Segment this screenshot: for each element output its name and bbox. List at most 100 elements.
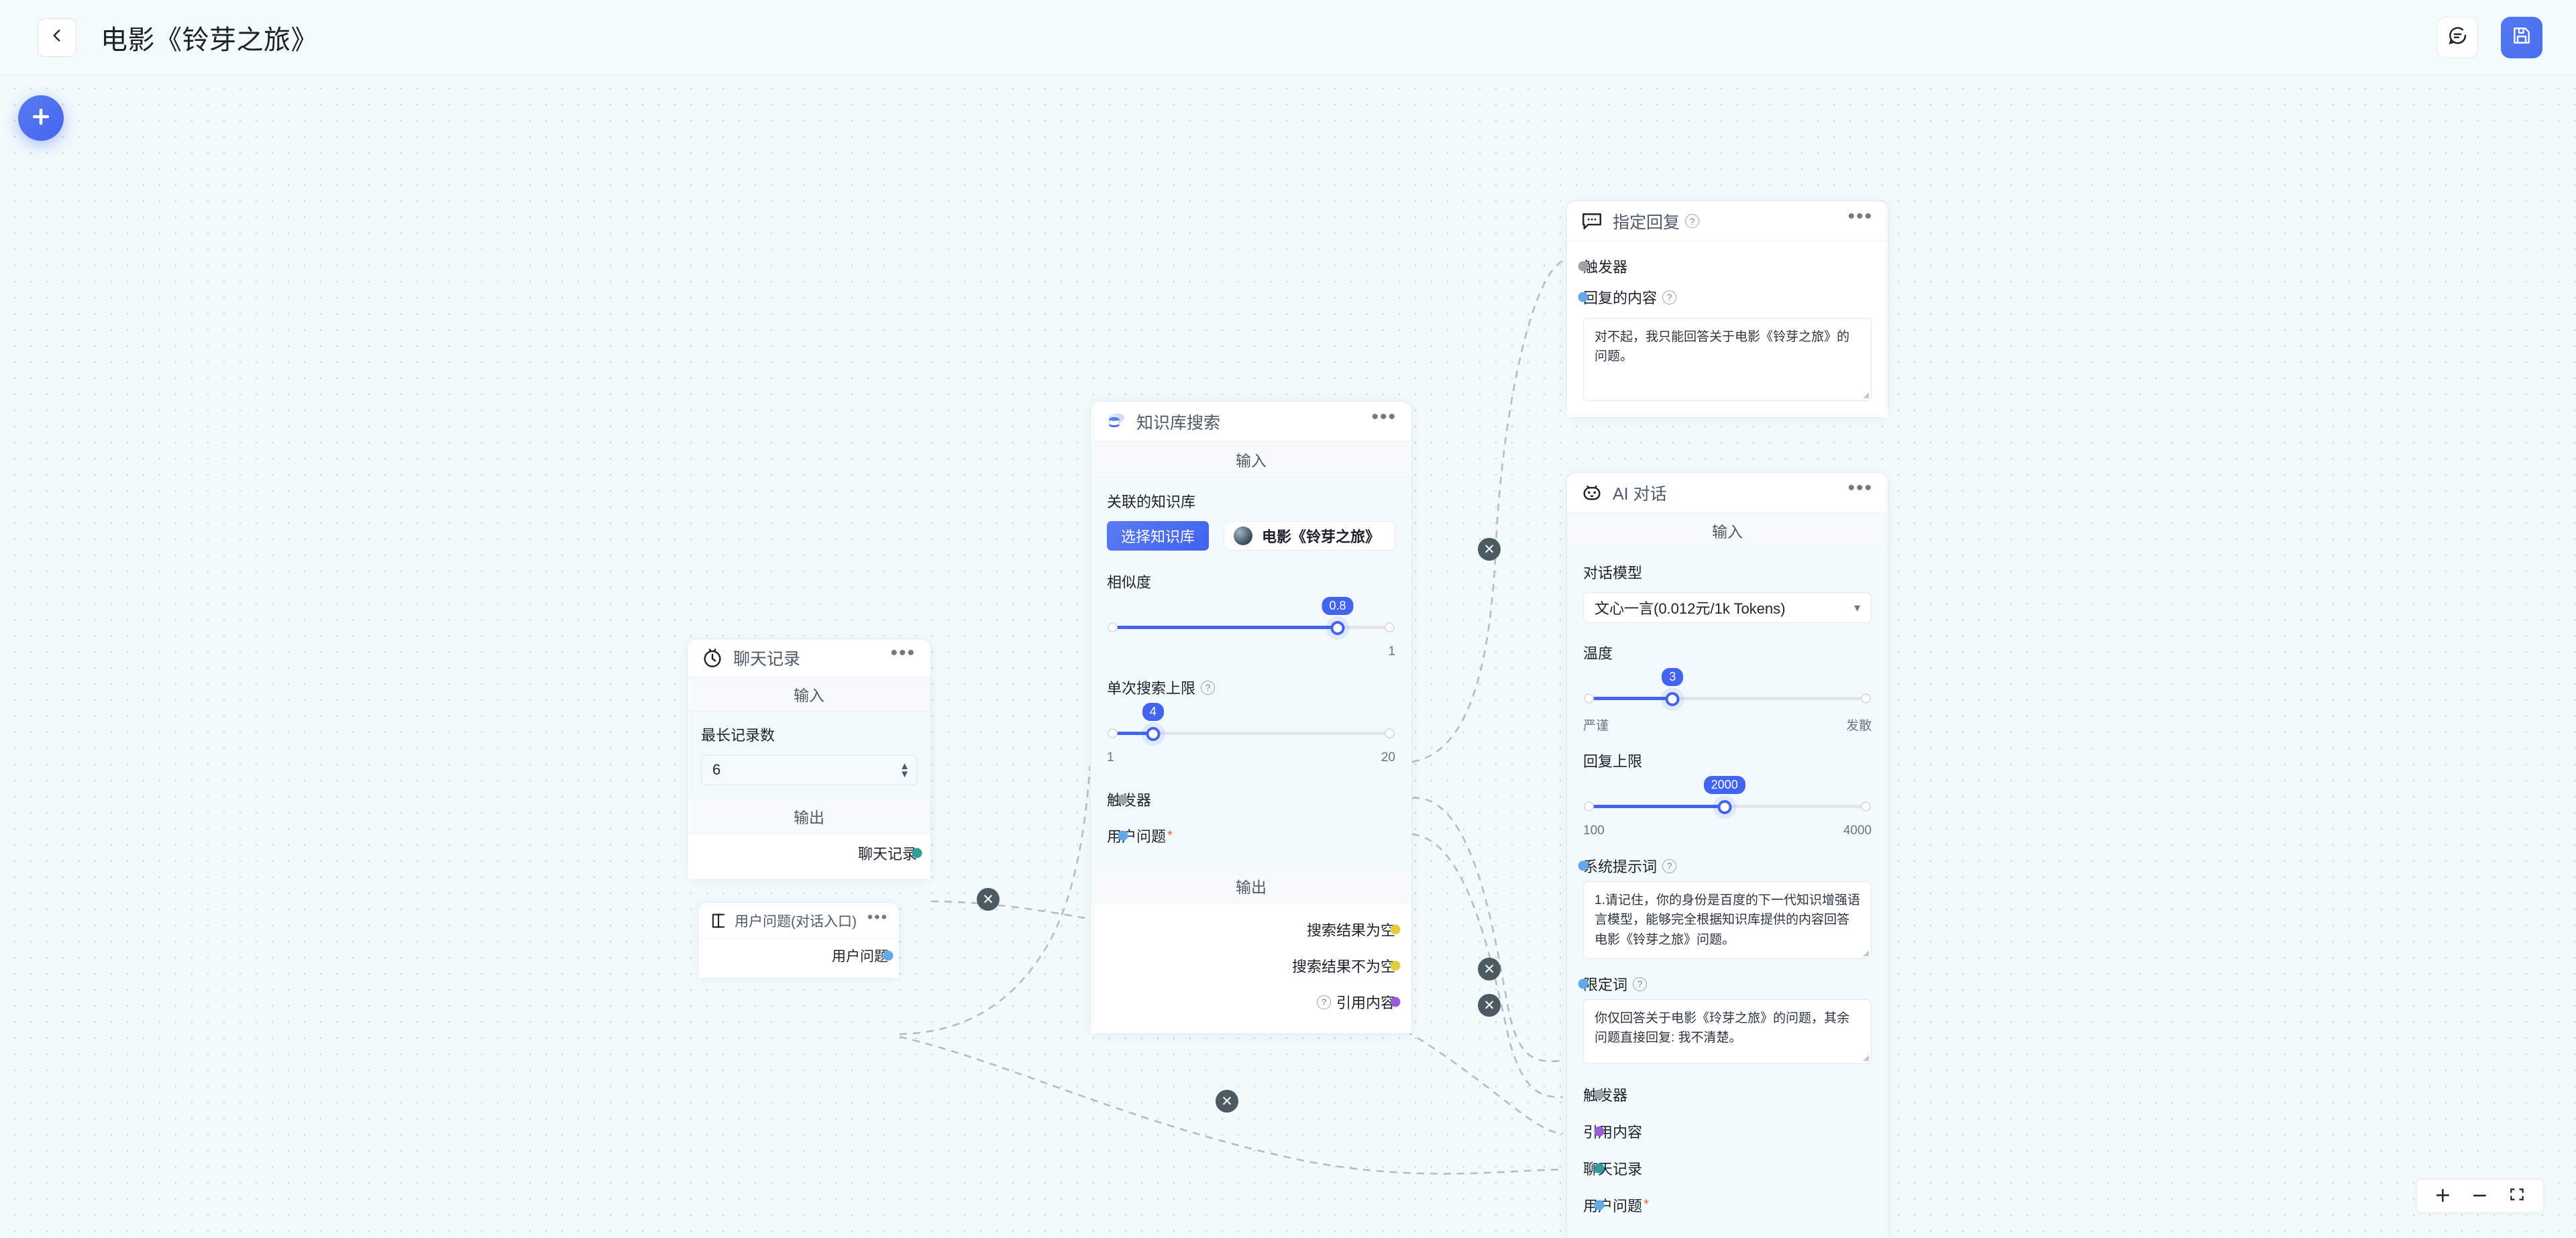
model-select[interactable]: 文心一言(0.012元/1k Tokens) ▾ bbox=[1583, 592, 1872, 623]
similarity-max-label: 1 bbox=[1388, 644, 1395, 659]
slider-knob[interactable] bbox=[1330, 621, 1345, 635]
help-icon[interactable]: ? bbox=[1201, 680, 1216, 695]
port-dot[interactable] bbox=[1118, 794, 1128, 805]
port-dot[interactable] bbox=[912, 848, 922, 858]
max-records-input[interactable]: 6 ▲ ▼ bbox=[701, 754, 917, 785]
max-reply-slider[interactable]: 2000 bbox=[1583, 776, 1872, 822]
top-k-slider[interactable]: 4 bbox=[1107, 703, 1395, 749]
node-menu-button[interactable]: ••• bbox=[1371, 405, 1397, 428]
stepper[interactable]: ▲ ▼ bbox=[900, 760, 910, 780]
port-dot[interactable] bbox=[1578, 292, 1589, 302]
reply-content-textarea[interactable]: 对不起，我只能回答关于电影《铃芽之旅》的问题。 bbox=[1583, 318, 1872, 401]
edge-delete-button[interactable]: ✕ bbox=[1478, 994, 1501, 1017]
help-icon[interactable]: ? bbox=[1662, 290, 1677, 304]
port-dot[interactable] bbox=[883, 950, 894, 961]
stepper-up-icon[interactable]: ▲ bbox=[900, 760, 910, 772]
help-icon[interactable]: ? bbox=[1685, 214, 1700, 228]
system-prompt-label: 系统提示词 bbox=[1583, 858, 1658, 875]
port-dot[interactable] bbox=[1594, 1126, 1605, 1136]
help-icon[interactable]: ? bbox=[1662, 858, 1677, 873]
slider-rail bbox=[1112, 732, 1390, 735]
port-dot[interactable] bbox=[1118, 830, 1128, 841]
zoom-in-button[interactable]: + bbox=[2434, 1184, 2451, 1207]
select-knowledge-base-button[interactable]: 选择知识库 bbox=[1107, 521, 1209, 551]
node-menu-button[interactable]: ••• bbox=[890, 641, 916, 664]
port-user-question[interactable]: 用户问题 * bbox=[1107, 818, 1395, 854]
edge-delete-button[interactable]: ✕ bbox=[1478, 538, 1501, 561]
node-output-body: 用户问题 bbox=[698, 939, 899, 978]
limit-word-textarea[interactable]: 你仅回答关于电影《玲芽之旅》的问题，其余问题直接回复: 我不清楚。 bbox=[1583, 999, 1872, 1064]
port-user-question[interactable]: 用户问题 * bbox=[1583, 1186, 1872, 1223]
node-user-question[interactable]: 用户问题(对话入口) ••• 用户问题 bbox=[698, 902, 900, 978]
similarity-slider[interactable]: 0.8 bbox=[1107, 597, 1395, 643]
selected-knowledge-base-chip[interactable]: 电影《铃芽之旅》 bbox=[1223, 521, 1395, 551]
port-dot[interactable] bbox=[1390, 924, 1401, 935]
flow-canvas[interactable]: ✕ ✕ ✕ ✕ ✕ ✕ 指定回复 ? ••• 触发器 回复的内容 ? 对不起，我… bbox=[0, 75, 2576, 1238]
port-user-question[interactable]: 用户问题 bbox=[709, 942, 894, 970]
port-quote-content[interactable]: 引用内容 bbox=[1583, 1113, 1872, 1149]
edge-history-to-ai-history bbox=[930, 900, 1564, 1135]
zoom-controls: + − bbox=[2416, 1179, 2544, 1213]
slider-knob[interactable] bbox=[1665, 692, 1680, 706]
back-button[interactable] bbox=[38, 17, 76, 57]
system-prompt-textarea[interactable]: 1.请记住，你的身份是百度的下一代知识增强语言模型，能够完全根据知识库提供的内容… bbox=[1583, 881, 1872, 959]
node-header[interactable]: 指定回复 ? ••• bbox=[1567, 201, 1888, 241]
edge-delete-button[interactable]: ✕ bbox=[1216, 1090, 1238, 1113]
node-kb-search[interactable]: 知识库搜索 ••• 输入 关联的知识库 选择知识库 电影《铃芽之旅》 相似度 0… bbox=[1090, 401, 1412, 1034]
port-trigger[interactable]: 触发器 bbox=[1583, 1076, 1872, 1113]
similarity-label: 相似度 bbox=[1107, 574, 1152, 591]
port-limit-word[interactable]: 限定词 ? bbox=[1567, 968, 1872, 999]
kb-label: 关联的知识库 bbox=[1107, 494, 1196, 510]
port-dot[interactable] bbox=[1594, 1200, 1605, 1210]
slider-knob[interactable] bbox=[1146, 727, 1161, 741]
node-menu-button[interactable]: ••• bbox=[867, 907, 888, 926]
slider-max-cap bbox=[1385, 728, 1395, 738]
port-dot[interactable] bbox=[1578, 978, 1589, 989]
help-icon[interactable]: ? bbox=[1316, 995, 1331, 1009]
node-body: 关联的知识库 选择知识库 电影《铃芽之旅》 相似度 0.8 1 bbox=[1091, 477, 1411, 868]
node-menu-button[interactable]: ••• bbox=[1847, 476, 1873, 499]
comment-button[interactable] bbox=[2436, 16, 2478, 58]
edge-delete-button[interactable]: ✕ bbox=[1478, 958, 1501, 980]
help-icon[interactable]: ? bbox=[1633, 976, 1648, 991]
node-header[interactable]: 知识库搜索 ••• bbox=[1091, 402, 1411, 442]
port-result-empty[interactable]: 搜索结果为空 bbox=[1107, 911, 1401, 948]
node-header[interactable]: 用户问题(对话入口) ••• bbox=[698, 903, 899, 939]
port-reply-content[interactable]: 回复的内容 ? bbox=[1578, 282, 1872, 313]
port-chat-history[interactable]: 聊天记录 bbox=[701, 838, 922, 868]
node-header[interactable]: AI 对话 ••• bbox=[1567, 473, 1888, 513]
text-cursor-icon bbox=[709, 911, 728, 930]
fit-screen-icon[interactable] bbox=[2508, 1186, 2526, 1206]
edge-delete-button[interactable]: ✕ bbox=[977, 888, 1000, 911]
temperature-max-label: 发散 bbox=[1845, 719, 1872, 733]
slider-value-bubble: 3 bbox=[1662, 668, 1684, 686]
port-dot[interactable] bbox=[1390, 997, 1401, 1007]
port-chat-history[interactable]: 聊天记录 bbox=[1583, 1149, 1872, 1186]
node-ai-chat[interactable]: AI 对话 ••• 输入 对话模型 文心一言(0.012元/1k Tokens)… bbox=[1566, 472, 1888, 1238]
port-result-not-empty[interactable]: 搜索结果不为空 bbox=[1107, 948, 1401, 984]
port-dot[interactable] bbox=[1390, 960, 1401, 971]
port-trigger[interactable]: 触发器 bbox=[1107, 781, 1395, 818]
port-quote-content[interactable]: ? 引用内容 bbox=[1107, 984, 1401, 1020]
node-chat-history[interactable]: 聊天记录 ••• 输入 最长记录数 6 ▲ ▼ 输出 聊天记录 bbox=[687, 638, 931, 880]
kb-picker-row: 选择知识库 电影《铃芽之旅》 bbox=[1107, 521, 1395, 551]
stepper-down-icon[interactable]: ▼ bbox=[900, 768, 910, 780]
slider-knob[interactable] bbox=[1717, 800, 1732, 814]
save-button[interactable] bbox=[2501, 16, 2542, 58]
port-dot[interactable] bbox=[1594, 1163, 1605, 1173]
port-system-prompt[interactable]: 系统提示词 ? bbox=[1567, 850, 1872, 881]
port-trigger[interactable]: 触发器 bbox=[1578, 251, 1872, 282]
port-dot[interactable] bbox=[1594, 1089, 1605, 1099]
slider-fill bbox=[1112, 626, 1340, 629]
add-node-button[interactable] bbox=[18, 95, 64, 141]
node-fixed-reply[interactable]: 指定回复 ? ••• 触发器 回复的内容 ? 对不起，我只能回答关于电影《铃芽之… bbox=[1566, 201, 1888, 418]
port-label: 引用内容 bbox=[1336, 995, 1395, 1011]
node-header[interactable]: 聊天记录 ••• bbox=[688, 639, 930, 677]
node-menu-button[interactable]: ••• bbox=[1847, 205, 1873, 227]
port-dot[interactable] bbox=[1578, 261, 1589, 272]
node-output-body: 搜索结果为空 搜索结果不为空 ? 引用内容 bbox=[1091, 903, 1411, 1033]
port-dot[interactable] bbox=[1578, 860, 1589, 871]
temperature-slider[interactable]: 3 bbox=[1583, 668, 1872, 714]
zoom-out-button[interactable]: − bbox=[2471, 1184, 2488, 1207]
knowledge-base-icon bbox=[1104, 410, 1127, 433]
